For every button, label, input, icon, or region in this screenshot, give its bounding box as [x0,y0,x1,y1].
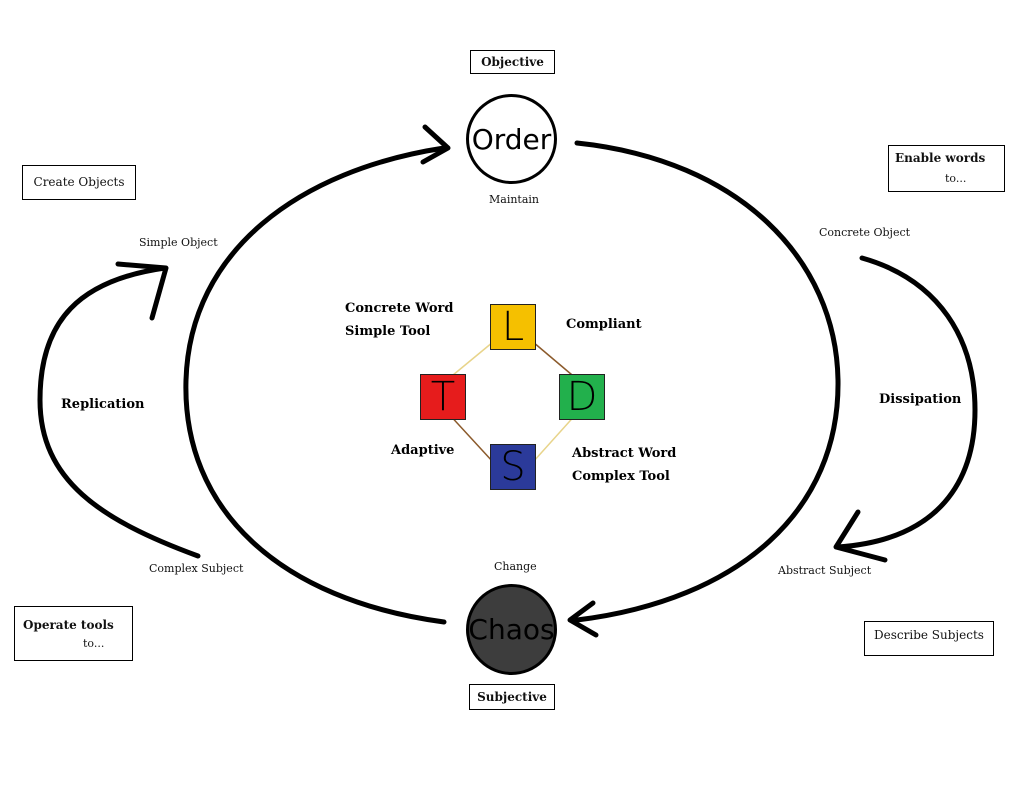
arc-left-upper [183,145,447,625]
chaos-node: Chaos [466,584,557,675]
connector-l-t [446,341,494,381]
square-d: D [559,374,605,420]
abstract-subject-label: Abstract Subject [778,564,872,577]
arrowhead-to-chaos [567,600,599,638]
square-t-letter: T [430,374,456,420]
dissipation-arrow [835,255,978,550]
operate-tools-line1: Operate tools [23,618,114,632]
replication-arrowhead [115,261,169,321]
order-label: Order [471,122,552,156]
abstract-word-label: Abstract Word [572,446,677,461]
square-l: L [490,304,536,350]
enable-words-line1: Enable words [895,151,986,165]
arc-right-upper [574,140,841,623]
dissipation-label: Dissipation [879,392,962,407]
square-s-letter: S [500,444,526,490]
square-t: T [420,374,466,420]
connector-l-d [532,341,579,381]
adaptive-label: Adaptive [391,443,455,458]
replication-label: Replication [61,397,145,412]
enable-words-box: Enable words to... [888,145,1005,192]
chaos-caption: Change [494,560,537,573]
complex-subject-label: Complex Subject [149,562,244,575]
objective-box: Objective [470,50,555,74]
connector-d-s [532,411,579,463]
connector-t-s [446,411,494,463]
concrete-object-label: Concrete Object [819,226,911,239]
order-caption: Maintain [489,193,540,206]
operate-tools-line2: to... [83,637,105,650]
subjective-box: Subjective [469,684,555,710]
describe-subjects-box: Describe Subjects [864,621,994,656]
enable-words-line2: to... [945,172,967,185]
compliant-label: Compliant [566,317,642,332]
concrete-word-label: Concrete Word [345,301,454,316]
square-l-letter: L [501,304,525,350]
simple-object-label: Simple Object [139,236,218,249]
dissipation-arrowhead [833,509,888,563]
chaos-label: Chaos [468,613,555,646]
operate-tools-box: Operate tools to... [14,606,133,661]
arrowhead-to-order [420,124,451,165]
replication-arrow [37,265,201,559]
complex-tool-label: Complex Tool [572,469,670,484]
square-s: S [490,444,536,490]
create-objects-box: Create Objects [22,165,136,200]
square-d-letter: D [566,374,598,420]
simple-tool-label: Simple Tool [345,324,431,339]
order-node: Order [466,94,557,184]
